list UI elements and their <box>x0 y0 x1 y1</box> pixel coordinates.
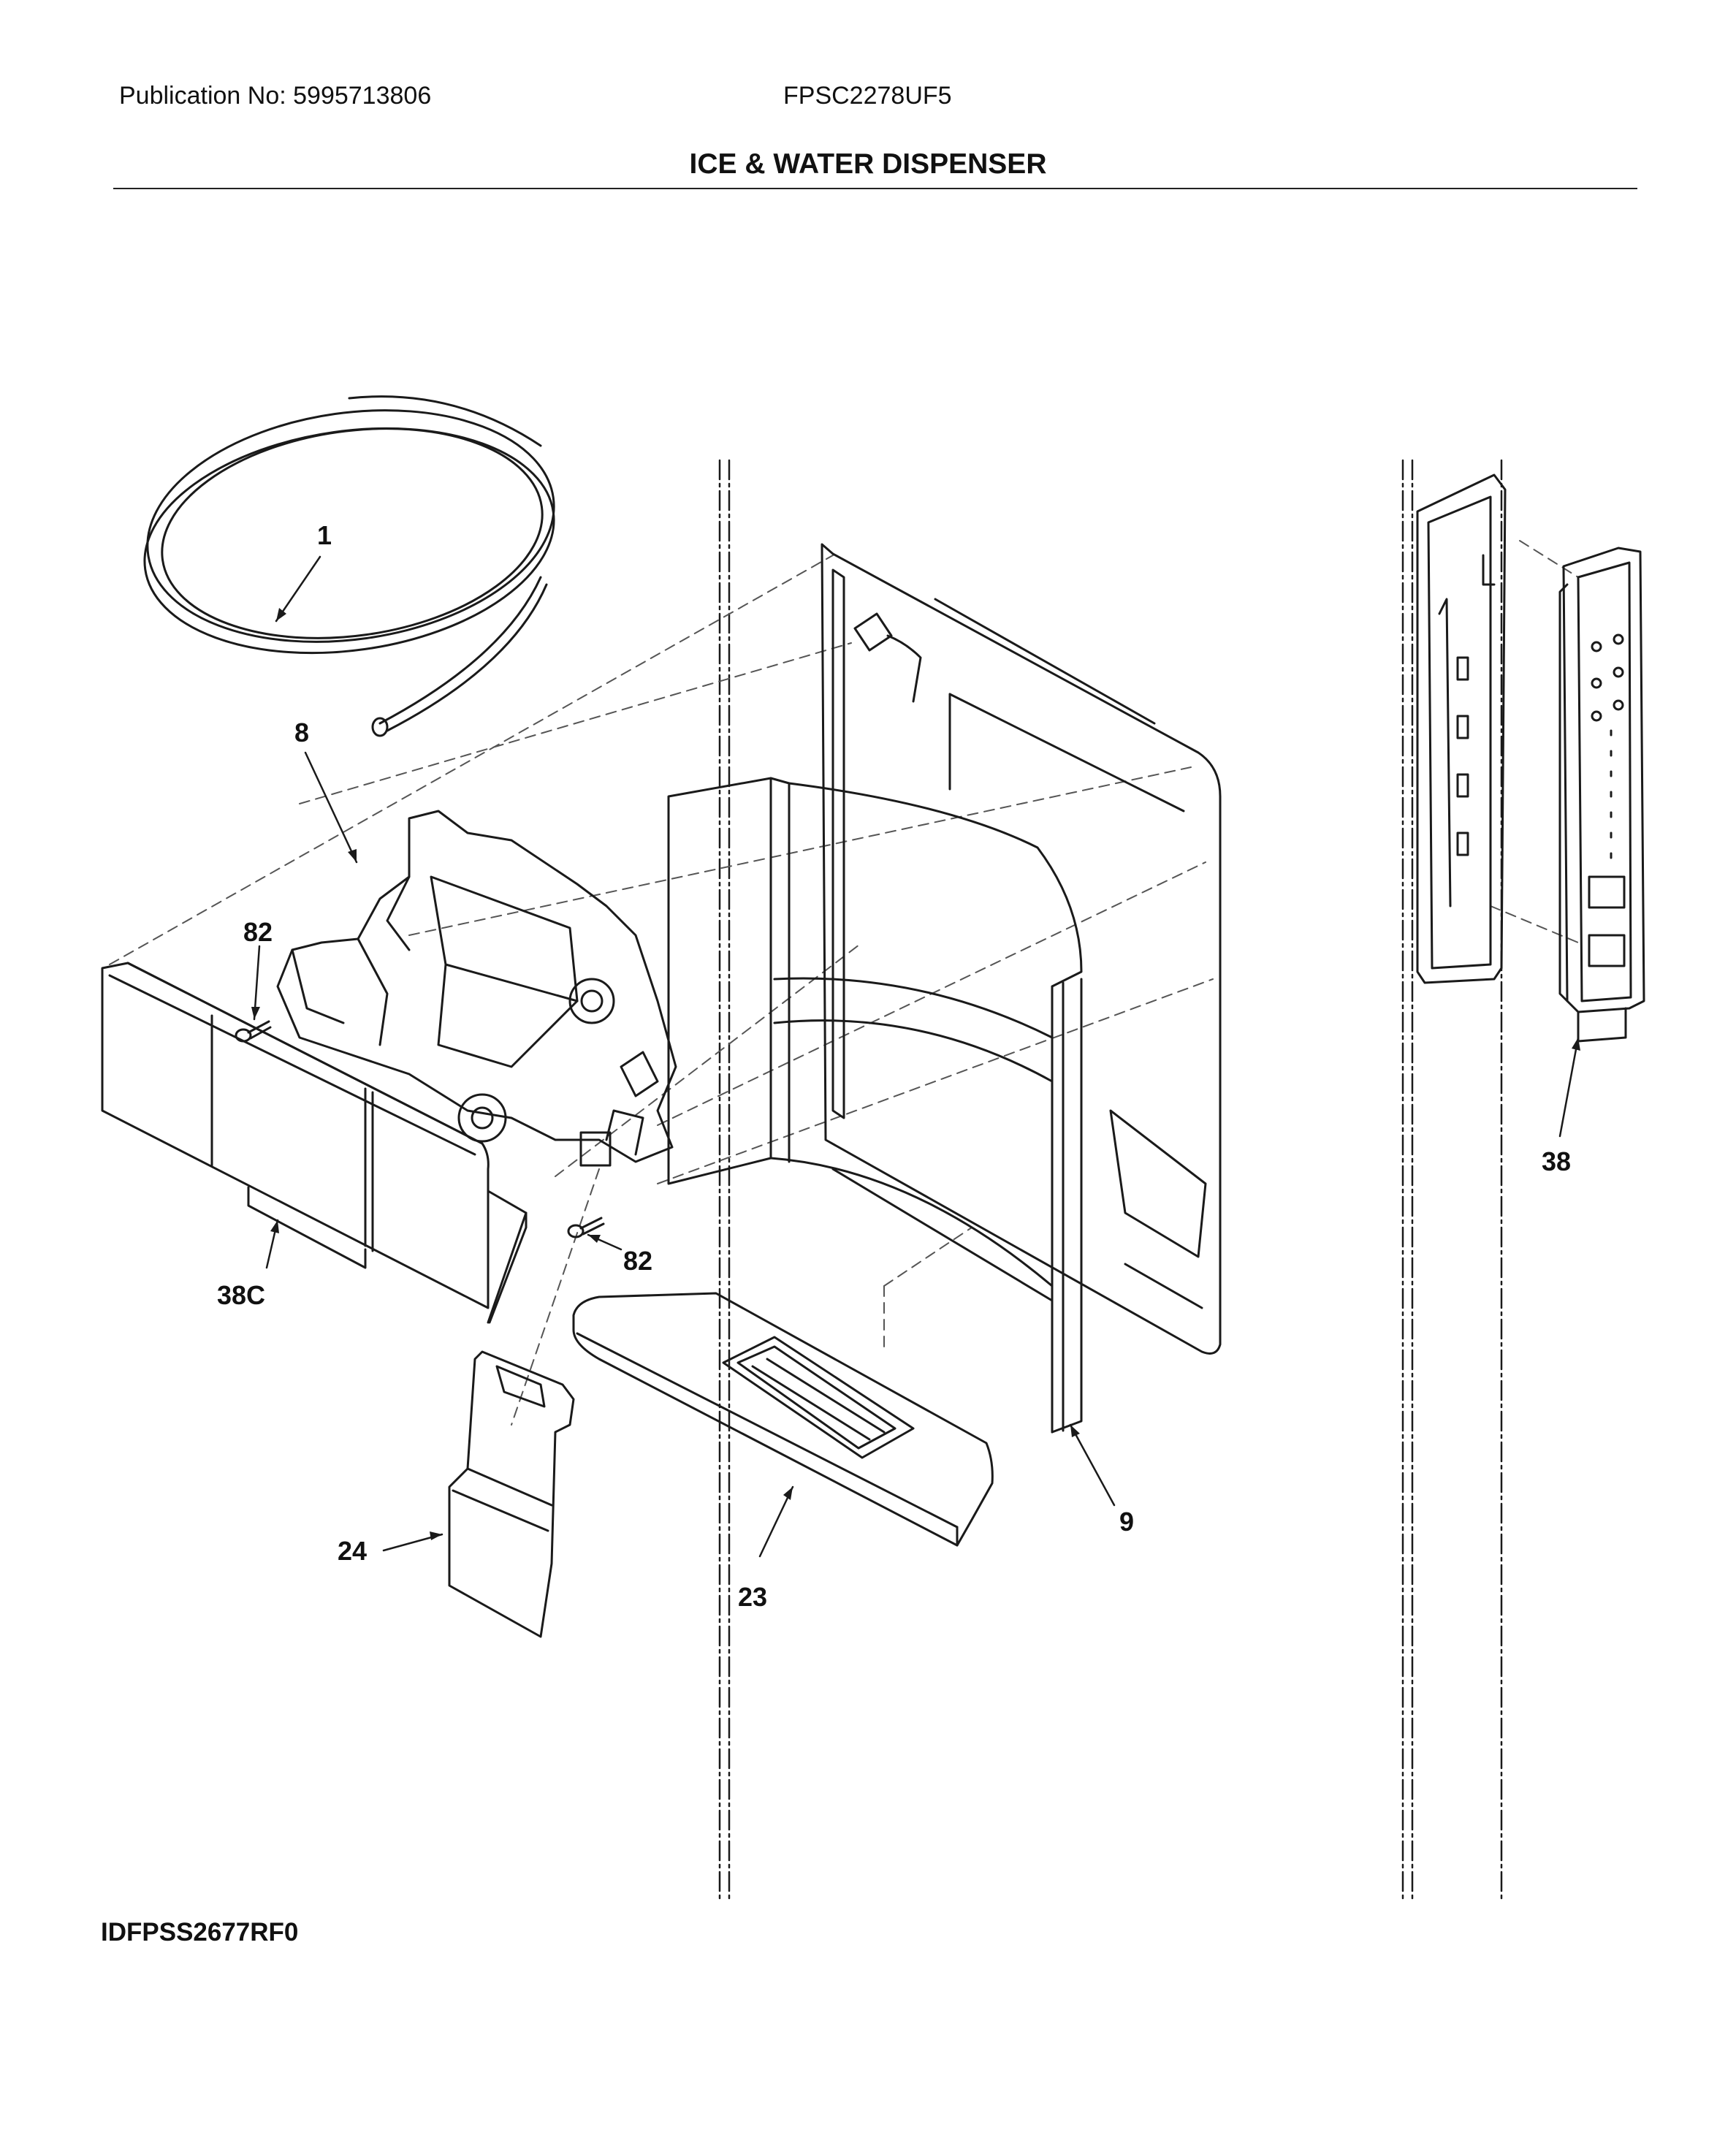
figure-id: IDFPSS2677RF0 <box>101 1918 299 1946</box>
control-board-bezel <box>1416 473 1507 984</box>
callout-38: 38 <box>1542 1146 1571 1176</box>
callout-82-upper: 82 <box>243 917 273 947</box>
water-tubing-coil <box>143 395 555 737</box>
callout-arrowheads <box>251 608 1580 1540</box>
actuator-assembly <box>276 810 677 1167</box>
callout-1: 1 <box>317 520 332 550</box>
control-board <box>1558 547 1645 1043</box>
drip-tray <box>572 1292 994 1547</box>
door-edge-right <box>1401 459 1503 1901</box>
callout-8: 8 <box>294 718 309 747</box>
callout-38c: 38C <box>217 1280 265 1310</box>
door-edge-left <box>718 459 731 1901</box>
dispenser-recess-frame <box>821 543 1222 1355</box>
publication-number: Publication No: 5995713806 <box>119 82 432 110</box>
callout-23: 23 <box>738 1582 767 1612</box>
screw-lower <box>567 1217 605 1238</box>
page-title: ICE & WATER DISPENSER <box>689 148 1047 180</box>
ice-chute-door <box>448 1350 575 1638</box>
header-rule <box>113 188 1637 189</box>
screw-upper <box>235 1020 272 1043</box>
callout-24: 24 <box>338 1536 367 1566</box>
dispenser-housing <box>667 777 1083 1434</box>
callout-82-lower: 82 <box>623 1246 652 1276</box>
callout-9: 9 <box>1119 1507 1134 1537</box>
dispenser-paddle-panel <box>101 962 528 1324</box>
callout-leaders <box>253 555 1580 1558</box>
model-number: FPSC2278UF5 <box>783 82 952 110</box>
